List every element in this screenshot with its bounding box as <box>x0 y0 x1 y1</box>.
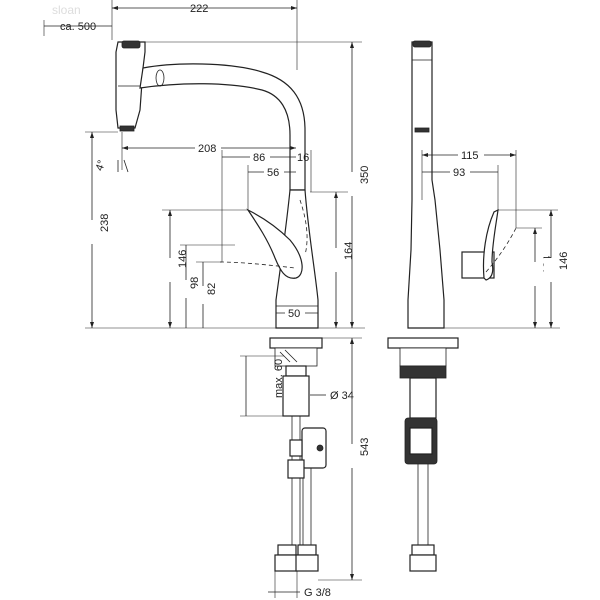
lever-handle <box>246 208 303 279</box>
mounting-shank <box>282 375 310 417</box>
dim-hole-diameter: Ø 34 <box>330 390 354 402</box>
spray-outlet <box>119 125 135 132</box>
watermark: sloan <box>52 3 81 17</box>
dim-side-93: 93 <box>453 167 465 179</box>
dim-spout-reach-label: 208 <box>198 143 216 155</box>
dim-spout-height: 238 <box>99 214 111 232</box>
side-dimensions: 115 93 124 146 <box>421 149 570 329</box>
lever-alt-position <box>219 261 296 269</box>
dim-total-height: 350 <box>359 166 371 184</box>
dim-thread: G 3/8 <box>304 587 331 599</box>
lever-alt-position-2 <box>299 199 308 256</box>
spray-head <box>115 41 146 129</box>
spout-joint <box>155 69 165 87</box>
spray-head-cap <box>121 40 141 49</box>
dim-body-height: 164 <box>343 242 355 260</box>
side-base-plate <box>387 337 459 349</box>
fitting-left-top <box>277 544 297 556</box>
dim-spout-width: 16 <box>297 152 309 164</box>
dim-lever-98: 98 <box>189 277 201 289</box>
hose-fitting <box>287 459 305 479</box>
dim-hose-length: ca. 500 <box>60 21 96 33</box>
hose-clip <box>289 439 303 457</box>
dimension-arrows <box>90 6 553 580</box>
side-view <box>387 40 517 572</box>
dim-side-146: 146 <box>558 252 570 270</box>
mount-nut <box>285 365 307 377</box>
dim-max-thickness: max. 60 <box>273 359 285 398</box>
side-fitting-top <box>411 544 435 556</box>
front-dimensions: 222 ca. 500 208 208 86 16 56 4° 350 <box>43 0 371 599</box>
dim-handle-86: 86 <box>253 152 265 164</box>
side-spray-outlet <box>414 127 430 133</box>
side-spout <box>407 41 445 329</box>
front-view <box>115 40 327 572</box>
dim-lever-146: 146 <box>177 250 189 268</box>
side-valve-inner <box>409 427 433 455</box>
fitting-left <box>274 554 298 572</box>
dim-hose-543: 543 <box>359 438 371 456</box>
dim-handle-56: 56 <box>267 167 279 179</box>
base-plate <box>269 337 323 349</box>
dim-base-width: 50 <box>288 308 300 320</box>
base-hatch <box>279 349 298 363</box>
side-base-mount <box>399 347 447 367</box>
side-nut <box>399 365 447 379</box>
side-spray-cap <box>412 40 432 48</box>
fitting-right <box>295 554 319 572</box>
side-lever-alt <box>485 227 517 273</box>
fitting-right-top <box>297 544 317 556</box>
valve-dot <box>316 444 324 452</box>
side-lever <box>482 208 499 281</box>
dim-reach-total: 222 <box>190 3 208 15</box>
dim-lever-82: 82 <box>206 283 218 295</box>
dim-swivel-angle: 4° <box>93 159 108 173</box>
dim-side-115: 115 <box>461 150 479 162</box>
side-fitting <box>409 554 437 572</box>
side-shank <box>409 377 437 419</box>
